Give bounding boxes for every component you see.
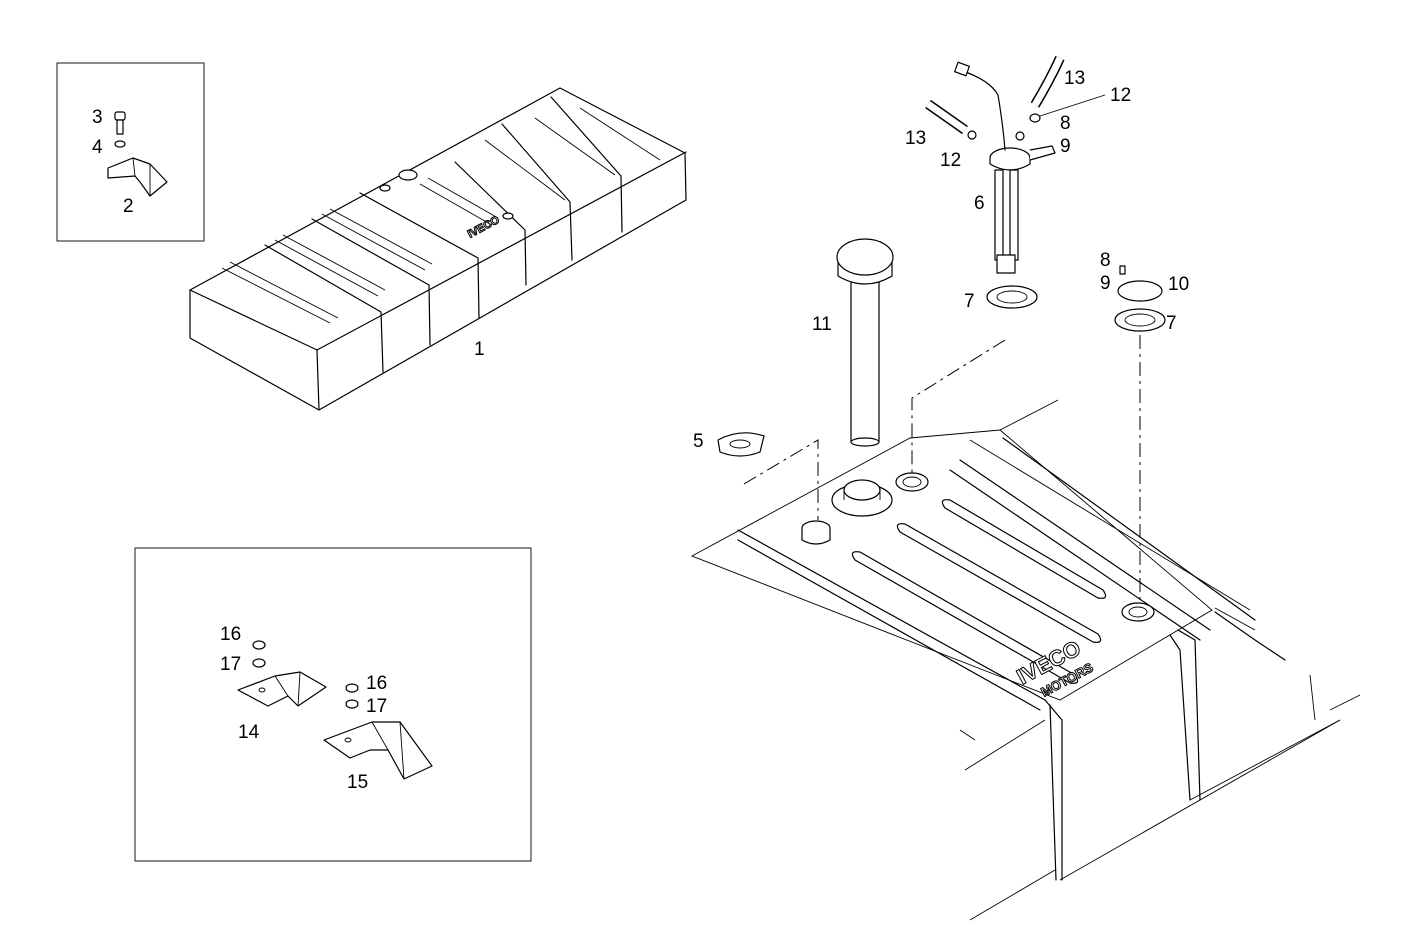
filler-neck-part	[836, 238, 894, 447]
callout-11: 11	[812, 314, 832, 335]
callout-17-left: 17	[220, 654, 241, 675]
detail-box-straps	[134, 547, 532, 862]
fuel-tank-closeup: IVECO MOTORS	[690, 399, 1361, 921]
fuel-sender-unit	[989, 145, 1056, 274]
callout-4: 4	[92, 137, 103, 158]
detail-box-bracket	[56, 62, 205, 242]
callout-9-right: 9	[1100, 273, 1111, 294]
callout-14: 14	[238, 722, 260, 743]
callout-3: 3	[92, 107, 103, 128]
callout-16-left: 16	[220, 624, 241, 645]
callout-8-top: 8	[1060, 113, 1071, 134]
callout-8-right: 8	[1100, 250, 1111, 271]
sender-wire	[959, 69, 1006, 151]
callout-7-right: 7	[1166, 313, 1177, 334]
callout-9-top: 9	[1060, 136, 1071, 157]
washer-part-small	[252, 658, 266, 668]
strap-bracket-14	[237, 671, 327, 707]
callout-13-top: 13	[1064, 68, 1085, 89]
strap-bracket-15	[323, 721, 433, 780]
callout-16-right: 16	[366, 673, 387, 694]
washer-part-small-2	[345, 699, 359, 709]
gasket-part-right	[1114, 308, 1166, 332]
callout-12-top: 12	[1110, 85, 1131, 106]
filler-washer-part	[717, 432, 765, 457]
washer-part	[114, 140, 126, 148]
gasket-part	[986, 285, 1038, 309]
callout-5: 5	[693, 431, 704, 452]
nut-part-2	[345, 683, 359, 693]
callout-6: 6	[974, 193, 985, 214]
callout-15: 15	[347, 772, 368, 793]
callout-13-left: 13	[905, 128, 926, 149]
callout-2: 2	[123, 196, 134, 217]
bolt-part	[114, 111, 126, 135]
callout-17-right: 17	[366, 696, 387, 717]
callout-12-left: 12	[940, 150, 961, 171]
cover-plate-part	[1117, 280, 1163, 302]
callout-7-left: 7	[964, 291, 975, 312]
callout-10: 10	[1168, 274, 1189, 295]
fuel-tank-overview: IVECO	[189, 87, 687, 411]
callout-1: 1	[474, 339, 485, 360]
nut-part	[252, 640, 266, 650]
bracket-part	[107, 157, 168, 197]
